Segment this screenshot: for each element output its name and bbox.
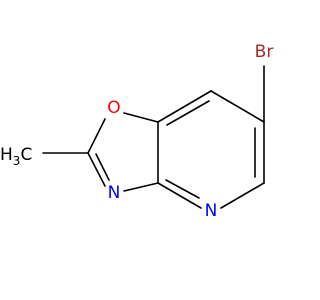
bond-n3-c3a (123, 182, 159, 192)
atom-labels: H3C O N N Br (0, 42, 273, 221)
oxygen-atom: O (107, 98, 120, 118)
bond-c2-n3 (87, 152, 106, 187)
bond-c7a-c7-double (166, 100, 210, 126)
bond-c7-c6 (210, 90, 265, 123)
bond-c2-o1 (87, 118, 106, 154)
bromine-atom: Br (255, 42, 274, 62)
bond-n4-c3a (157, 182, 202, 209)
methyl-c: C (20, 145, 32, 165)
pyridine-nitrogen-atom: N (205, 201, 218, 221)
bonds (42, 65, 265, 209)
bond-c2-n3-double (95, 153, 110, 181)
bond-c5-n4 (220, 182, 265, 209)
methyl-h: H (0, 145, 13, 165)
methyl-subscript: 3 (13, 154, 21, 168)
bond-o1-c7a (123, 112, 159, 123)
oxazole-nitrogen-atom: N (108, 183, 121, 203)
bond-c7a-c7 (157, 90, 212, 123)
methyl-label: H3C (0, 145, 32, 168)
bond-n4-c3a-double (165, 179, 200, 199)
chemical-structure-diagram: H3C O N N Br (0, 42, 273, 221)
